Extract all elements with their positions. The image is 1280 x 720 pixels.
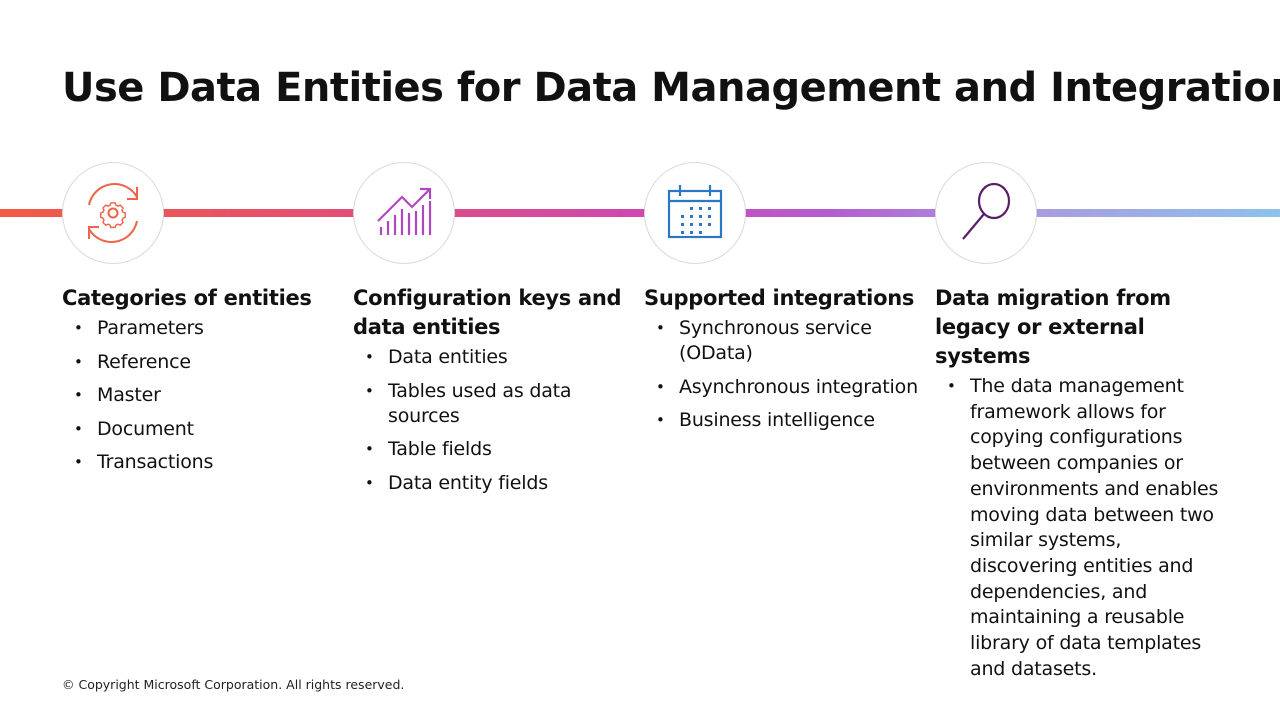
column-heading: Supported integrations [644, 286, 915, 310]
list-item: •Document [74, 417, 194, 440]
column-configuration-keys: Configuration keys and data entities •Da… [353, 284, 623, 504]
calendar-icon [667, 185, 723, 239]
bullet-list: •Data entities •Tables used as data sour… [353, 345, 623, 496]
magnifier-icon [962, 182, 1011, 240]
list-item: •Data entity fields [365, 471, 548, 494]
column-heading: Categories of entities [62, 286, 312, 310]
timeline-node-1 [62, 162, 164, 264]
list-item: •The data management framework allows fo… [947, 375, 1219, 680]
list-item: •Transactions [74, 451, 214, 473]
column-categories: Categories of entities •Parameters •Refe… [62, 284, 332, 484]
column-heading: Data migration from legacy or external s… [935, 286, 1171, 368]
timeline-bar [0, 209, 1280, 217]
list-item: •Tables used as data sources [365, 379, 572, 427]
column-supported-integrations: Supported integrations •Synchronous serv… [644, 284, 929, 442]
copyright-footer: © Copyright Microsoft Corporation. All r… [62, 677, 405, 692]
refresh-gear-icon [88, 183, 138, 243]
list-item: •Master [74, 384, 161, 406]
list-item: •Reference [74, 350, 191, 373]
growth-chart-icon [377, 187, 432, 235]
column-data-migration: Data migration from legacy or external s… [935, 284, 1225, 682]
timeline-node-3 [644, 162, 746, 264]
list-item: •Synchronous service (OData) [656, 317, 872, 364]
bullet-list: •Synchronous service (OData) •Asynchrono… [644, 316, 929, 433]
bullet-list: •Parameters •Reference •Master •Document… [62, 316, 332, 475]
list-item: •Table fields [365, 438, 492, 460]
timeline-node-4 [935, 162, 1037, 264]
column-heading: Configuration keys and data entities [353, 286, 622, 339]
list-item: •Parameters [74, 317, 204, 339]
list-item: •Asynchronous integration [656, 375, 918, 398]
list-item: •Business intelligence [656, 409, 875, 431]
timeline-node-2 [353, 162, 455, 264]
bullet-list: •The data management framework allows fo… [935, 374, 1225, 682]
list-item: •Data entities [365, 346, 508, 368]
slide-title: Use Data Entities for Data Management an… [62, 65, 1280, 111]
